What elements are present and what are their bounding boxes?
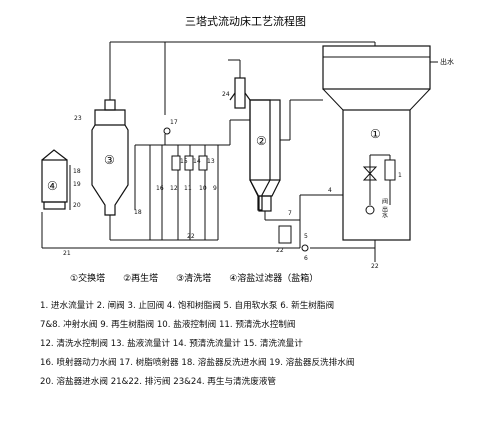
tower-3-number: ③ (104, 153, 115, 167)
regeneration-tower: ② 24 (222, 59, 281, 212)
valve-label-22: 22 (276, 247, 284, 254)
meter-label-13: 13 (207, 158, 215, 165)
tower-1-side-label: 阀 出水 (381, 197, 388, 218)
valve-label-18b: 18 (134, 209, 142, 216)
outlet-label: 出水 (440, 57, 454, 66)
legend-line-1: 1. 进水流量计 2. 闸阀 3. 止回阀 4. 饱和树脂阀 5. 自用软水泵 … (40, 301, 335, 311)
salt-dissolver-tower: ④ 18 19 20 (41, 149, 81, 210)
exchange-tower: ① 1 阀 出水 出水 (322, 45, 454, 241)
legend: 1. 进水流量计 2. 闸阀 3. 止回阀 4. 饱和树脂阀 5. 自用软水泵 … (40, 297, 500, 392)
valve-label-11: 11 (184, 185, 192, 192)
diagram-title: 三塔式流动床工艺流程图 (185, 14, 306, 28)
pipe-label-23: 23 (74, 115, 82, 122)
valve-label-10: 10 (199, 185, 207, 192)
tower-4-number: ④ (47, 179, 58, 193)
tower-1-number: ① (370, 127, 381, 141)
pump-label-6: 6 (304, 255, 308, 262)
legend-line-2: 7&8. 冲射水阀 9. 再生树脂阀 10. 盐液控制阀 11. 预清洗水控制阀 (40, 320, 296, 330)
washing-tower: ③ 23 (74, 41, 165, 216)
tower-4-label-20: 20 (73, 202, 81, 209)
valve-label-9: 9 (213, 185, 217, 192)
valve-label-16: 16 (156, 185, 164, 192)
pipe-network: 17 15 14 13 16 12 11 10 9 18 21 22 (41, 41, 379, 270)
tower-1-label-1: 1 (398, 172, 402, 179)
tower-4-label-18: 18 (73, 168, 81, 175)
tower-caption: ①交换塔 ②再生塔 ③清洗塔 ④溶盐过滤器（盐箱） (70, 272, 318, 284)
valve-label-12: 12 (170, 185, 178, 192)
tower-4-label-19: 19 (73, 181, 81, 188)
valve-label-7: 7 (288, 210, 292, 217)
legend-line-5: 20. 溶盐器进水阀 21&22. 排污阀 23&24. 再生与清洗废液管 (40, 377, 277, 387)
valve-label-4: 4 (328, 187, 332, 194)
meter-label-14: 14 (193, 158, 201, 165)
legend-line-4: 16. 喷射器动力水阀 17. 树脂喷射器 18. 溶盐器反洗进水阀 19. 溶… (40, 358, 355, 368)
valve-label-22b: 22 (371, 263, 379, 270)
meter-label-15: 15 (180, 158, 188, 165)
valve-label-21: 21 (63, 250, 71, 257)
pump-label-5: 5 (304, 233, 308, 240)
tower-2-number: ② (256, 134, 267, 148)
valve-label-22-top: 22 (187, 233, 195, 240)
pipe-label-24: 24 (222, 91, 230, 98)
legend-line-3: 12. 清洗水控制阀 13. 盐液流量计 14. 预清洗流量计 15. 清洗流量… (40, 339, 303, 349)
valve-label-17: 17 (170, 119, 178, 126)
